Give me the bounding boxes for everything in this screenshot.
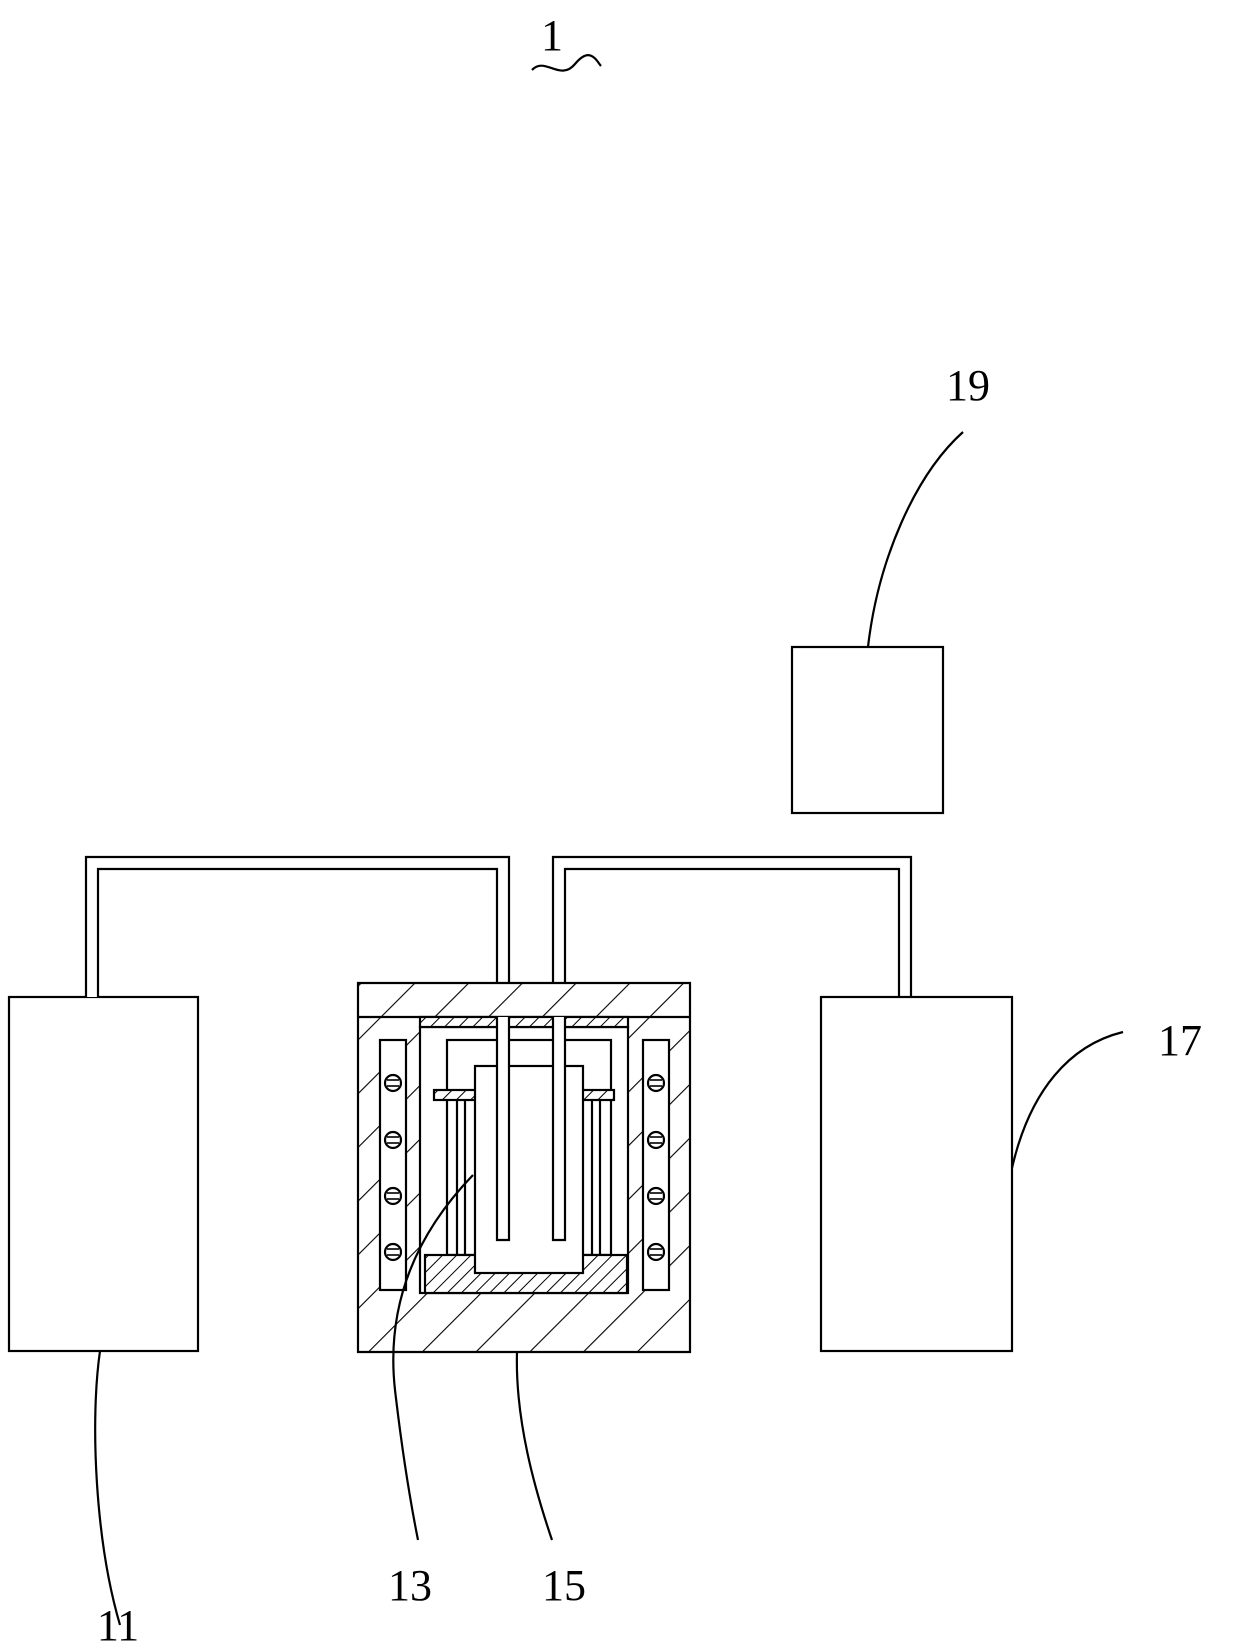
gas-source-box (9, 997, 198, 1351)
exhaust-box (821, 997, 1012, 1351)
controller-box (792, 647, 943, 813)
label-13: 13 (388, 1561, 432, 1610)
outlet-pipe-inner (553, 1017, 565, 1240)
figure-number: 1 (541, 11, 563, 60)
exhaust-leader (1012, 1032, 1123, 1168)
gas-source-leader (95, 1351, 120, 1625)
crucible (475, 1066, 583, 1273)
label-11: 11 (97, 1601, 139, 1650)
furnace-leader (517, 1352, 552, 1540)
controller-leader (868, 432, 963, 647)
label-15: 15 (542, 1561, 586, 1610)
inlet-pipe-inner (497, 1017, 509, 1240)
inner-lid-plate (420, 1017, 628, 1027)
label-19: 19 (946, 361, 990, 410)
label-17: 17 (1158, 1016, 1202, 1065)
